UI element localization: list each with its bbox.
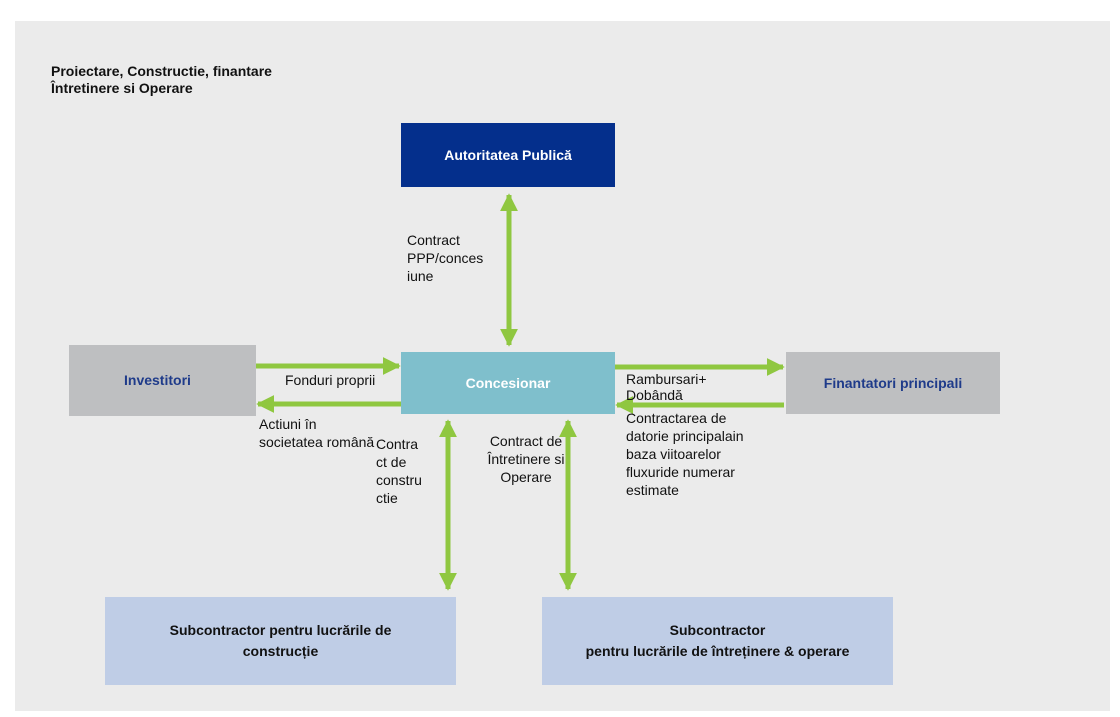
title-line-1: Proiectare, Constructie, finantare (51, 63, 272, 79)
repayments-line: Dobândă (626, 387, 683, 403)
debt-contract-line: fluxuride numerar (626, 464, 735, 480)
construction-contract-label: Contra ct de constru ctie (376, 435, 422, 507)
construction-contract-line: ctie (376, 490, 398, 506)
maintenance-subcontractor-box: Subcontractor pentru lucrările de întreț… (542, 597, 893, 685)
debt-contract-line: datorie principalain (626, 428, 744, 444)
ppp-contract-label: Contract PPP/conces iune (407, 231, 483, 285)
concessionaire-label: Concesionar (465, 374, 551, 391)
ppp-contract-line: iune (407, 268, 434, 284)
construction-subcontractor-line-2: construcție (242, 643, 319, 659)
authority-box: Autoritatea Publică (401, 123, 615, 187)
shares-line: societatea română (259, 434, 375, 450)
own-funds-label: Fonduri proprii (285, 372, 376, 388)
investors-label: Investitori (124, 372, 191, 388)
maintenance-contract-line: Întretinere si (487, 451, 565, 467)
debt-contract-line: baza viitoarelor (626, 446, 721, 462)
authority-label: Autoritatea Publică (444, 146, 572, 163)
construction-subcontractor-line-1: Subcontractor pentru lucrările de (169, 622, 392, 638)
diagram-title: Proiectare, Constructie, finantare Între… (51, 63, 272, 97)
ppp-contract-line: Contract (407, 232, 460, 248)
debt-contract-line: estimate (626, 482, 679, 498)
financiers-label: Finantatori principali (823, 374, 963, 391)
financiers-box: Finantatori principali (786, 352, 1000, 414)
concessionaire-box: Concesionar (401, 352, 615, 414)
construction-contract-line: ct de (376, 454, 407, 470)
debt-contract-line: Contractarea de (626, 410, 727, 426)
construction-contract-line: constru (376, 472, 422, 488)
title-line-2: Întretinere si Operare (51, 80, 193, 96)
repayments-line: Rambursari+ (626, 371, 707, 387)
debt-contract-label: Contractarea de datorie principalain baz… (626, 409, 744, 499)
construction-contract-line: Contra (376, 436, 419, 452)
investors-box: Investitori (69, 345, 256, 416)
repayments-label: Rambursari+ Dobândă (626, 371, 707, 403)
shares-label: Actiuni în societatea română (259, 415, 374, 451)
shares-line: Actiuni în (259, 416, 317, 432)
maintenance-subcontractor-line-1: Subcontractor (669, 622, 766, 638)
maintenance-contract-line: Operare (500, 469, 552, 485)
ppp-contract-line: PPP/conces (407, 250, 484, 266)
maintenance-contract-label: Contract de Întretinere si Operare (476, 432, 576, 486)
maintenance-subcontractor-line-2: pentru lucrările de întreținere & operar… (585, 643, 850, 659)
construction-subcontractor-box: Subcontractor pentru lucrările de constr… (105, 597, 456, 685)
maintenance-contract-line: Contract de (489, 433, 563, 449)
